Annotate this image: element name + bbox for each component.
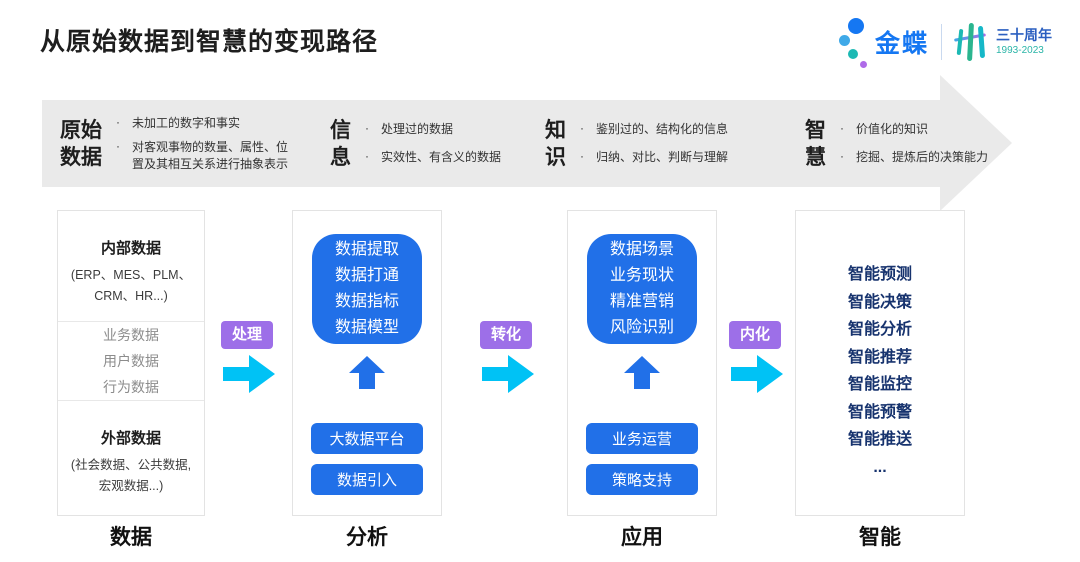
stage-wisdom: 智 慧 ·价值化的知识 ·挖掘、提炼后的决策能力 bbox=[805, 100, 988, 187]
banner-arrow-head bbox=[940, 75, 1012, 211]
anniversary-title: 三十周年 bbox=[996, 27, 1052, 43]
anniversary-30-icon bbox=[953, 21, 988, 63]
data-type-item: 业务数据 bbox=[103, 327, 159, 343]
scenario-line: 数据场景 bbox=[609, 241, 674, 258]
intelligence-item: 智能预测 bbox=[847, 266, 912, 283]
stage-bullet: ·归纳、对比、判断与理解 bbox=[580, 149, 729, 164]
stage-bullet: ·对客观事物的数量、属性、位置及其相互关系进行抽象表示 bbox=[116, 138, 289, 171]
stage-label-line: 知 bbox=[545, 118, 566, 142]
scenario-line: 风险识别 bbox=[609, 319, 674, 336]
stage-label-line: 息 bbox=[330, 145, 351, 169]
stage-label-line: 智 bbox=[805, 118, 826, 142]
capability-line: 数据打通 bbox=[334, 267, 399, 284]
capability-line: 数据提取 bbox=[334, 241, 399, 258]
business-operation-button: 业务运营 bbox=[586, 423, 698, 454]
connector-process: 处理 bbox=[221, 321, 281, 393]
analysis-capabilities-card: 数据提取 数据打通 数据指标 数据模型 bbox=[312, 234, 422, 344]
capability-line: 数据指标 bbox=[334, 293, 399, 310]
kingdee-logo: 金蝶 三十周年 1993-2023 bbox=[838, 16, 1052, 68]
process-badge: 处理 bbox=[221, 321, 274, 349]
stage-bullet: ·鉴别过的、结构化的信息 bbox=[580, 121, 729, 136]
stage-raw-data: 原始 数据 ·未加工的数字和事实 ·对客观事物的数量、属性、位置及其相互关系进行… bbox=[60, 100, 292, 187]
analysis-box: 数据提取 数据打通 数据指标 数据模型 大数据平台 数据引入 bbox=[292, 210, 442, 516]
data-sources-box: 内部数据 (ERP、MES、PLM、 CRM、HR...) 业务数据 用户数据 … bbox=[57, 210, 205, 516]
stage-label: 知 识 bbox=[545, 117, 566, 171]
page-title: 从原始数据到智慧的变现路径 bbox=[40, 28, 379, 56]
intelligence-list: 智能预测 智能决策 智能分析 智能推荐 智能监控 智能预警 智能推送 ... bbox=[796, 211, 964, 481]
middle-data-section: 业务数据 用户数据 行为数据 bbox=[58, 321, 204, 401]
banner-arrow-body bbox=[42, 100, 940, 187]
transform-badge: 转化 bbox=[480, 321, 533, 349]
right-arrow-icon bbox=[223, 355, 275, 393]
strategy-support-button: 策略支持 bbox=[586, 464, 698, 495]
stage-bullet: ·价值化的知识 bbox=[840, 121, 929, 136]
intelligence-item: 智能预警 bbox=[847, 403, 912, 421]
stage-information: 信 息 ·处理过的数据 ·实效性、有含义的数据 bbox=[330, 100, 501, 187]
external-data-systems: (社会数据、公共数据, 宏观数据...) bbox=[70, 458, 192, 493]
anniversary-years: 1993-2023 bbox=[996, 44, 1044, 56]
scenario-line: 精准营销 bbox=[609, 293, 674, 310]
up-arrow-icon bbox=[349, 356, 385, 389]
stage-bullet: ·挖掘、提炼后的决策能力 bbox=[840, 149, 989, 164]
big-data-platform-button: 大数据平台 bbox=[311, 423, 423, 454]
data-type-item: 用户数据 bbox=[103, 353, 159, 369]
intelligence-item: 智能监控 bbox=[847, 376, 912, 393]
intelligence-box: 智能预测 智能决策 智能分析 智能推荐 智能监控 智能预警 智能推送 ... bbox=[795, 210, 965, 516]
right-arrow-icon bbox=[482, 355, 534, 393]
anniversary-text: 三十周年 1993-2023 bbox=[996, 27, 1052, 57]
intelligence-item: 智能分析 bbox=[847, 321, 912, 338]
stage-label-line: 数据 bbox=[60, 145, 102, 169]
right-arrow-icon bbox=[731, 355, 783, 393]
internalize-badge: 内化 bbox=[729, 321, 782, 349]
connector-internalize: 内化 bbox=[729, 321, 789, 393]
capability-line: 数据模型 bbox=[334, 319, 399, 336]
data-type-item: 行为数据 bbox=[103, 379, 159, 395]
kingdee-logo-dots-icon bbox=[838, 16, 867, 68]
internal-data-section: 内部数据 (ERP、MES、PLM、 CRM、HR...) bbox=[58, 211, 204, 321]
stage-bullet: ·未加工的数字和事实 bbox=[116, 114, 241, 130]
data-import-button: 数据引入 bbox=[311, 464, 423, 495]
scenario-line: 业务现状 bbox=[609, 267, 674, 284]
application-scenarios-card: 数据场景 业务现状 精准营销 风险识别 bbox=[587, 234, 697, 344]
stage-label: 智 慧 bbox=[805, 117, 826, 171]
intelligence-item: 智能决策 bbox=[847, 293, 912, 311]
internal-data-systems: (ERP、MES、PLM、 CRM、HR...) bbox=[70, 268, 192, 303]
stage-label-line: 信 bbox=[330, 118, 351, 142]
column-label-analysis: 分析 bbox=[346, 526, 388, 549]
external-data-title: 外部数据 bbox=[100, 430, 161, 447]
stage-label-line: 识 bbox=[545, 145, 566, 169]
stage-bullet: ·处理过的数据 bbox=[365, 121, 454, 136]
application-box: 数据场景 业务现状 精准营销 风险识别 业务运营 策略支持 bbox=[567, 210, 717, 516]
stage-bullet: ·实效性、有含义的数据 bbox=[365, 149, 502, 164]
stage-label-line: 原始 bbox=[60, 118, 102, 142]
intelligence-item: 智能推送 bbox=[847, 431, 912, 448]
connector-transform: 转化 bbox=[480, 321, 540, 393]
intelligence-item: 智能推荐 bbox=[847, 348, 912, 366]
column-label-intelligence: 智能 bbox=[859, 526, 901, 549]
stage-knowledge: 知 识 ·鉴别过的、结构化的信息 ·归纳、对比、判断与理解 bbox=[545, 100, 728, 187]
intelligence-ellipsis: ... bbox=[873, 458, 887, 476]
stage-label-line: 慧 bbox=[805, 145, 826, 169]
column-label-application: 应用 bbox=[621, 526, 663, 549]
column-label-data: 数据 bbox=[110, 526, 152, 549]
stage-label: 原始 数据 bbox=[60, 117, 102, 171]
stage-label: 信 息 bbox=[330, 117, 351, 171]
brand-name: 金蝶 bbox=[874, 30, 929, 58]
logo-divider bbox=[941, 24, 942, 60]
up-arrow-icon bbox=[624, 356, 660, 389]
internal-data-title: 内部数据 bbox=[100, 240, 161, 257]
external-data-section: 外部数据 (社会数据、公共数据, 宏观数据...) bbox=[58, 401, 204, 515]
